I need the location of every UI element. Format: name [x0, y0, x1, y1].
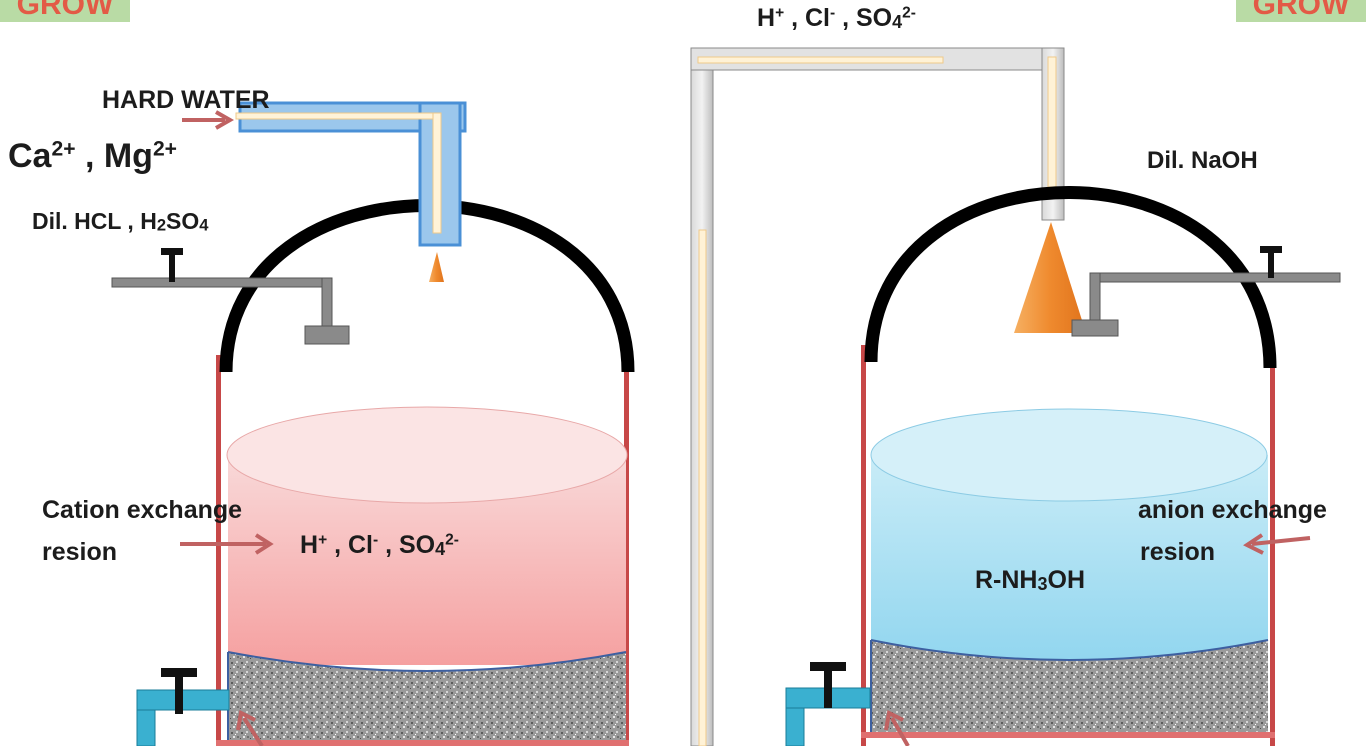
- cation-tap-stem: [175, 676, 183, 714]
- corner-badge-right: GROW: [1236, 0, 1366, 22]
- anion-outlet-tap[interactable]: [785, 662, 871, 746]
- anion-resin-body: [871, 455, 1268, 660]
- anion-tap-handle[interactable]: [810, 662, 846, 671]
- anion-tap-stem: [824, 670, 832, 708]
- cation-output-ions: H+ , Cl- , SO42-: [300, 531, 459, 559]
- anion-tank-bottom: [861, 732, 1275, 738]
- naoh-nozzle: [1071, 319, 1119, 337]
- cation-resin-label-line1: Cation exchange: [42, 496, 243, 524]
- naoh-pipe-vertical: [1089, 272, 1101, 326]
- hard-water-ions: Ca2+ , Mg2+: [8, 137, 177, 175]
- naoh-label: Dil. NaOH: [1147, 147, 1258, 174]
- cation-gravel-arrow-icon: [236, 710, 264, 746]
- cation-tank-left-wall: [216, 355, 221, 746]
- transfer-flow-down: [1047, 56, 1057, 188]
- cation-gravel-top-edge: [227, 651, 627, 672]
- hard-water-arrow-icon: [182, 110, 235, 130]
- anion-gravel-arrow-icon: [884, 710, 910, 746]
- cation-resin-top: [226, 406, 628, 504]
- acid-valve-stem: [169, 252, 175, 282]
- naoh-valve-stem: [1268, 250, 1274, 278]
- acid-pipe-horizontal: [111, 277, 333, 288]
- anion-tank-left-wall: [861, 345, 866, 746]
- cation-resin-body: [228, 455, 626, 665]
- naoh-pipe-horizontal: [1089, 272, 1341, 283]
- transfer-pipe-ions: H+ , Cl- , SO42-: [757, 4, 916, 32]
- anion-tank-right-wall: [1270, 368, 1275, 746]
- anion-resin-formula: R-NH3OH: [975, 566, 1086, 594]
- anion-resin-label-line2: resion: [1140, 538, 1216, 566]
- cation-gravel-bed: [228, 652, 626, 746]
- transfer-flow-horizontal: [697, 56, 944, 64]
- cation-tank-bottom: [216, 740, 629, 746]
- naoh-inlet-valve[interactable]: [1071, 246, 1341, 337]
- anion-tank: [861, 186, 1277, 746]
- cation-tank-right-wall: [624, 372, 629, 746]
- hard-water-inlet-pipe: [235, 101, 467, 282]
- anion-gravel-top-edge: [870, 639, 1269, 661]
- acid-nozzle: [304, 325, 350, 345]
- hard-water-label: HARD WATER: [102, 86, 270, 114]
- cation-resin-arrow-icon: [180, 533, 274, 555]
- naoh-valve-handle[interactable]: [1260, 246, 1282, 253]
- cation-resin-label-line2: resion: [42, 538, 118, 566]
- cation-tap-handle[interactable]: [161, 668, 197, 677]
- transfer-pipe: [690, 47, 1065, 746]
- acid-pipe-vertical: [321, 277, 333, 329]
- cation-spray-icon: [429, 252, 444, 282]
- transfer-flow-vertical: [698, 229, 707, 746]
- acid-valve-handle[interactable]: [161, 248, 183, 255]
- acid-label: Dil. HCL , H2SO4: [32, 208, 209, 235]
- anion-resin-label-line1: anion exchange: [1138, 496, 1327, 524]
- anion-spray-icon: [1014, 222, 1086, 333]
- anion-resin-top: [870, 408, 1268, 502]
- anion-gravel-bed: [871, 640, 1268, 738]
- cation-outlet-tap[interactable]: [136, 668, 230, 746]
- anion-resin-arrow-icon: [1243, 533, 1311, 555]
- inlet-flow-vertical: [432, 112, 442, 234]
- corner-badge-left: GROW: [0, 0, 130, 22]
- acid-inlet-valve[interactable]: [111, 248, 350, 345]
